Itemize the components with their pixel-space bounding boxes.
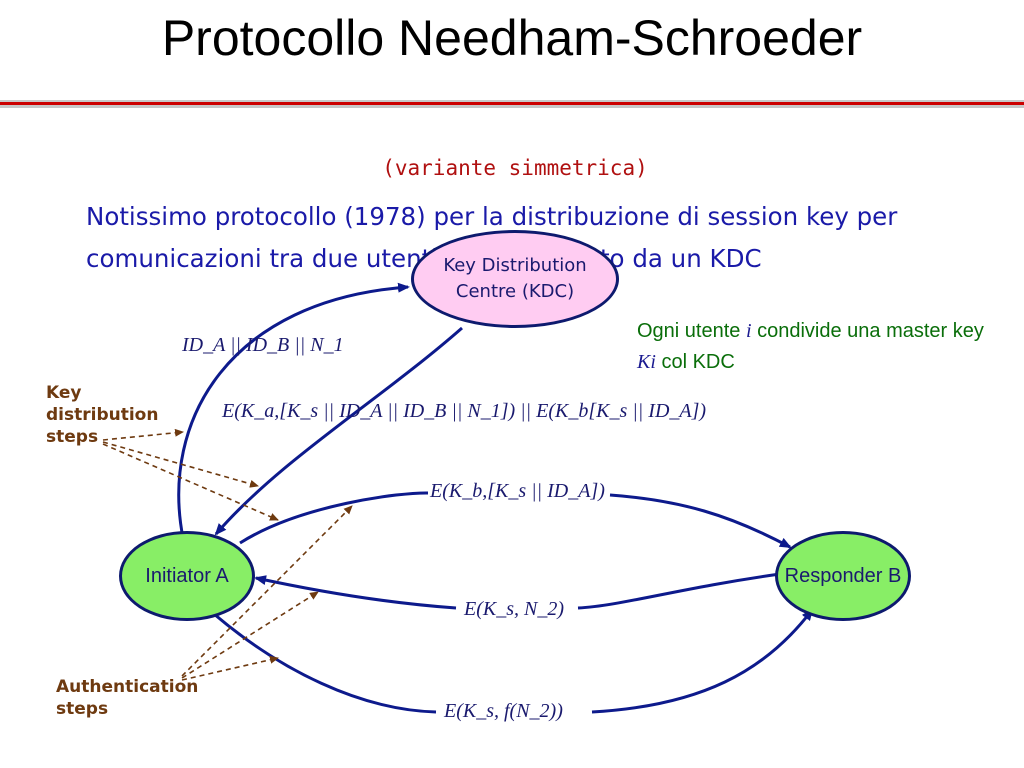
note-user-variable: i	[745, 320, 752, 342]
message-5-response: E(K_s, f(N_2))	[442, 700, 565, 723]
arrow-b-to-a-nonce	[256, 574, 781, 610]
subtitle: (variante simmetrica)	[382, 156, 648, 180]
arrow-a-to-kdc	[177, 282, 410, 539]
arrow-a-to-b-ticket	[239, 491, 790, 547]
title-rule	[0, 100, 1024, 108]
master-key-note: Ogni utente i condivide una master key K…	[637, 316, 997, 378]
key-distribution-label: Key distribution steps	[46, 383, 159, 447]
initiator-node: Initiator A	[119, 531, 255, 621]
note-text-after: col KDC	[661, 351, 735, 373]
note-text-before: Ogni utente	[637, 320, 741, 342]
message-1-request: ID_A || ID_B || N_1	[182, 334, 344, 356]
key-distribution-pointers	[102, 428, 279, 521]
message-2-kdc-reply: E(K_a,[K_s || ID_A || ID_B || N_1]) || E…	[222, 400, 707, 422]
arrow-a-to-b-response	[213, 610, 812, 714]
authentication-pointers	[181, 505, 353, 681]
slide-title: Protocollo Needham-Schroeder	[161, 10, 863, 66]
authentication-label: Authentication steps	[56, 677, 199, 719]
responder-node: Responder B	[775, 531, 911, 621]
note-key-variable: Ki	[637, 351, 656, 373]
message-3-ticket: E(K_b,[K_s || ID_A])	[428, 480, 607, 503]
message-4-nonce: E(K_s, N_2)	[462, 598, 566, 621]
note-text-middle: condivide una master key	[757, 320, 984, 342]
kdc-node: Key Distribution Centre (KDC)	[411, 230, 619, 328]
arrow-kdc-to-a	[214, 326, 463, 536]
